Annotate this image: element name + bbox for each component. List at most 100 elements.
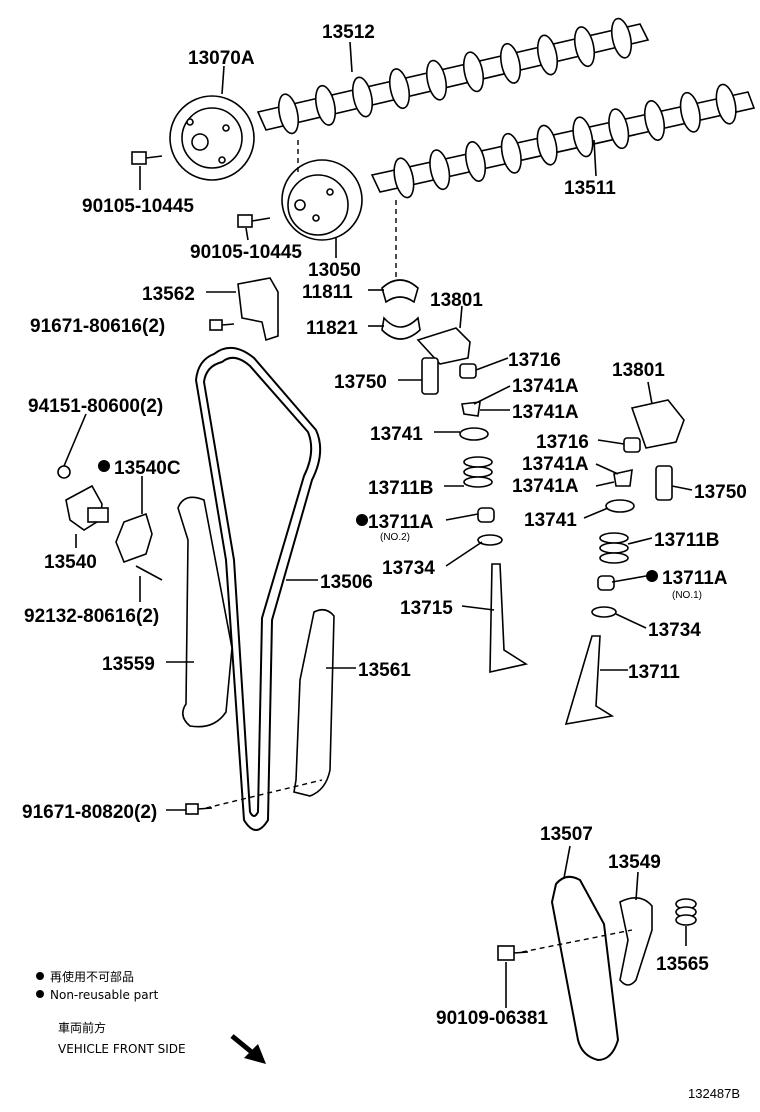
chain-tensioner-13549 — [619, 897, 653, 986]
part-label-valve-13715: 13715 — [400, 598, 453, 619]
cam-lobe — [679, 91, 701, 133]
lash-adjuster-13750-b — [655, 465, 673, 501]
part-label-tensioner-13540c: 13540C — [114, 458, 181, 479]
stem-seal-13711a-a — [477, 507, 495, 523]
cam-timing-gear-13070a — [169, 95, 255, 181]
part-label-bolt-91671-80820: 91671-80820(2) — [22, 802, 157, 823]
bolt-icon — [497, 945, 529, 961]
valve-13715 — [489, 563, 529, 674]
cam-lobe — [536, 124, 558, 166]
part-label-key-13741a-2: 13741A — [512, 402, 579, 423]
pad-13716-a — [459, 363, 477, 379]
cam-lobe — [715, 83, 737, 125]
part-label-key-13741a-1: 13741A — [512, 376, 579, 397]
cam-lobe — [388, 68, 411, 110]
pad-13716-b — [623, 437, 641, 453]
part-label-key-13741a-4: 13741A — [512, 476, 579, 497]
cam-lobe — [464, 141, 487, 182]
cam-plate-13562 — [237, 277, 279, 342]
part-label-seal-13711a-a: 13711A — [368, 512, 434, 533]
cam-lobe — [429, 149, 451, 191]
cam-lobe — [573, 26, 596, 68]
part-label-stud-92132: 92132-80616(2) — [24, 606, 159, 627]
front-arrow-icon — [230, 1034, 266, 1064]
legend-nonreusable-jp: 再使用不可部品 — [50, 969, 134, 984]
nonreusable-bullet — [646, 570, 658, 582]
stud-icon — [135, 565, 163, 581]
bolt-icon — [131, 151, 163, 165]
part-label-nut-94151: 94151-80600(2) — [28, 396, 163, 417]
part-label-bolt-90105-b: 90105-10445 — [190, 242, 302, 263]
part-label-bolt-90105-a: 90105-10445 — [82, 196, 194, 217]
cam-lobe — [499, 42, 522, 84]
cam-lobe — [536, 34, 559, 76]
bearing-lower-11821 — [381, 316, 421, 340]
legend-front-jp: 車両前方 — [58, 1020, 106, 1035]
nonreusable-bullet — [356, 514, 368, 526]
cam-timing-gear-13050 — [281, 159, 363, 241]
part-label-arm-13801-a: 13801 — [430, 290, 483, 311]
part-label-retainer-13741-a: 13741 — [370, 424, 423, 445]
part-label-seal-13711a-b: 13711A — [662, 568, 728, 589]
camshaft-exhaust-13512 — [256, 17, 650, 135]
figure-reference: 132487B — [688, 1086, 740, 1101]
valve-13711 — [564, 635, 615, 726]
part-label-bearing-11821: 11821 — [306, 318, 358, 339]
sub-label-no2: (NO.2) — [380, 532, 410, 543]
part-number-labels: 13512 13070A 90105-10445 13511 90105-10445 13… — [22, 22, 747, 1029]
camshaft-intake-13511 — [370, 83, 756, 199]
legend-front-en: VEHICLE FRONT SIDE — [58, 1042, 186, 1056]
valve-spring-13711b-a — [463, 456, 493, 488]
rocker-arm-13801-b — [630, 399, 685, 449]
cam-lobe — [500, 132, 522, 174]
timing-chain-inner — [202, 356, 313, 817]
leader-lines — [63, 41, 693, 1008]
part-label-spring-13565: 13565 — [656, 954, 709, 975]
chain-tensioner-13540 — [57, 465, 109, 531]
seat-13734-b — [591, 606, 617, 618]
retainer-13741-a — [459, 427, 489, 441]
part-label-cam-13511: 13511 — [564, 178, 616, 199]
align-line-d — [521, 929, 633, 953]
part-label-arm-13801-b: 13801 — [612, 360, 665, 381]
retainer-13741-b — [605, 499, 635, 513]
part-label-spring-13711b-a: 13711B — [368, 478, 434, 499]
part-label-chain-13506: 13506 — [320, 572, 373, 593]
part-label-damper-13561: 13561 — [358, 660, 411, 681]
cam-lobe — [277, 93, 300, 135]
part-label-bearing-11811: 11811 — [302, 282, 353, 303]
valve-key-13741a-b — [613, 468, 633, 487]
legend: 再使用不可部品 Non-reusable part 車両前方 VEHICLE F… — [36, 969, 266, 1064]
part-label-gear-13050: 13050 — [308, 260, 361, 281]
chain-slipper-13559 — [177, 496, 233, 728]
legend-nonreusable-en: Non-reusable part — [50, 988, 159, 1002]
oil-pump-chain-13507 — [550, 875, 620, 1062]
nonreusable-bullet — [98, 460, 110, 472]
part-label-adjuster-13750-b: 13750 — [694, 482, 747, 503]
part-label-bolt-90109: 90109-06381 — [436, 1008, 548, 1029]
stem-seal-13711a-b — [597, 575, 615, 591]
cam-lobe — [462, 51, 485, 93]
bolt-icon — [209, 319, 235, 331]
bearing-upper-11811 — [381, 279, 419, 304]
cam-lobe — [351, 76, 374, 118]
sub-label-no1: (NO.1) — [672, 590, 702, 601]
part-label-pad-13716-b: 13716 — [536, 432, 589, 453]
lash-adjuster-13750-a — [421, 357, 439, 395]
cam-lobe — [643, 100, 666, 141]
part-label-chain-13507: 13507 — [540, 824, 593, 845]
cam-lobe — [314, 84, 337, 126]
part-label-plate-13562: 13562 — [142, 284, 195, 305]
part-label-tensioner-13549: 13549 — [608, 852, 661, 873]
legend-bullet — [36, 972, 44, 980]
legend-bullet — [36, 990, 44, 998]
bolt-icon — [237, 214, 271, 228]
cam-lobe — [393, 157, 415, 199]
part-label-valve-13711: 13711 — [628, 662, 680, 683]
part-label-cam-13512: 13512 — [322, 22, 375, 43]
bolt-icon — [185, 803, 213, 815]
part-label-gear-13070a: 13070A — [188, 48, 255, 69]
seat-13734-a — [477, 534, 503, 546]
align-line-c — [205, 779, 323, 809]
